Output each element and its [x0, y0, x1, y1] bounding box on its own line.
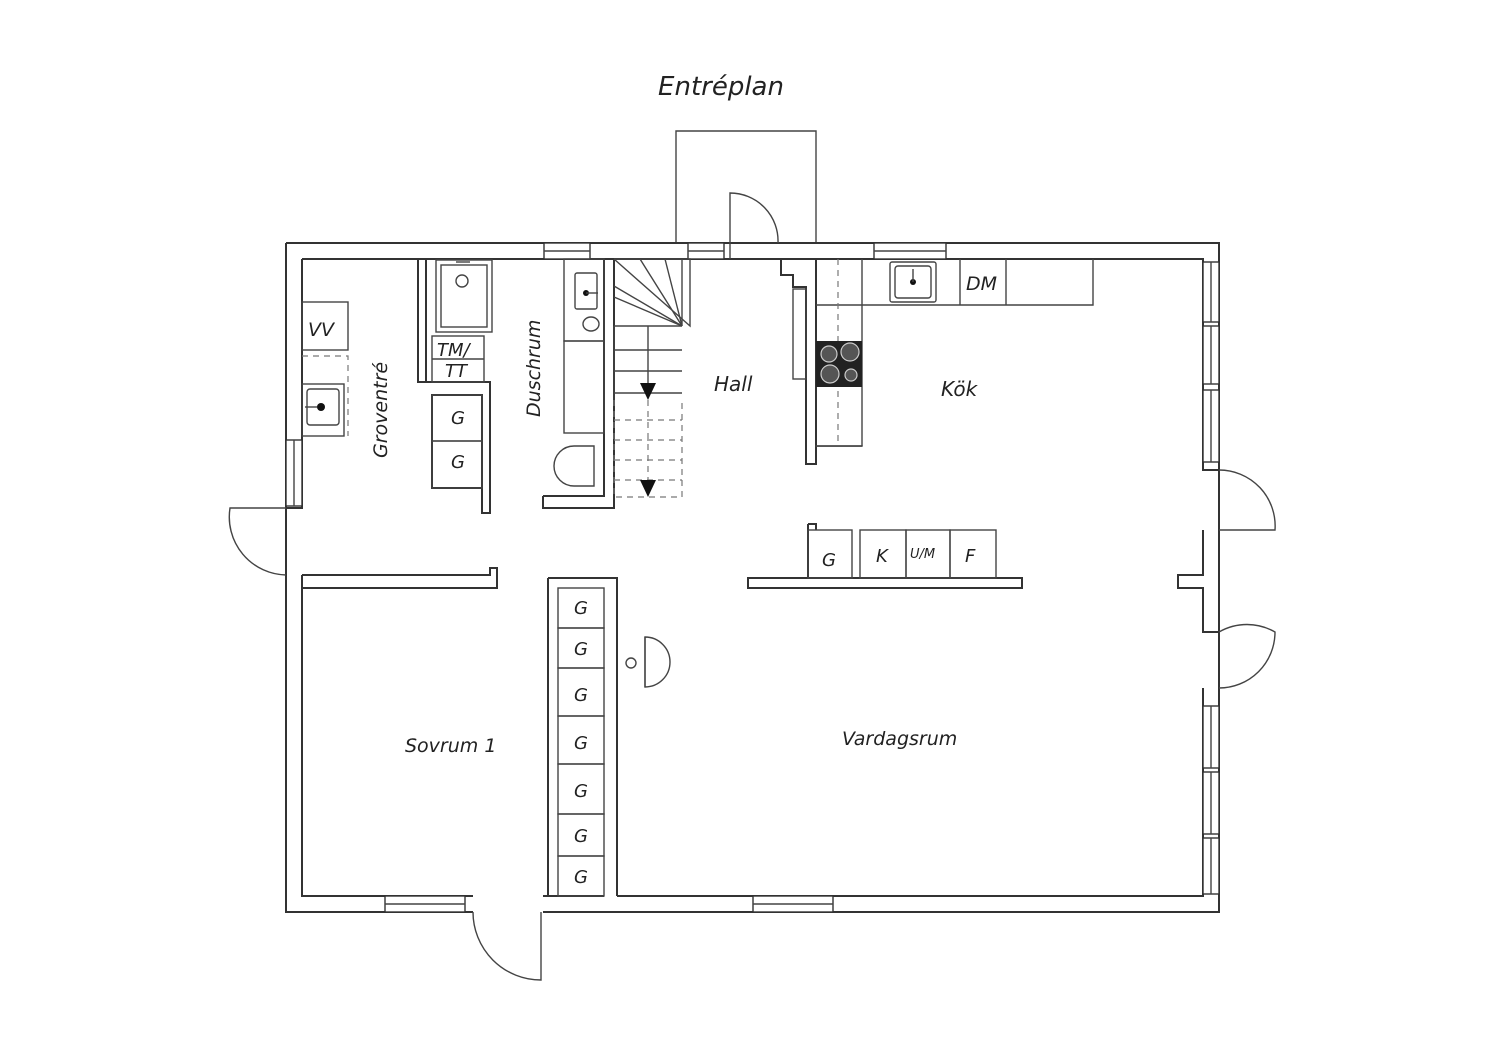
shower-icon	[435, 259, 493, 333]
fixture-label-tt: TT	[445, 361, 469, 382]
fixture-label-g: G	[574, 733, 588, 754]
door-right-1	[1218, 469, 1276, 531]
door-right-2	[1218, 623, 1276, 689]
washbasin-icon	[574, 272, 598, 310]
kitchen-fixtures	[792, 259, 1094, 447]
kitchen-sink-icon	[889, 261, 937, 303]
stair-arrow-icon	[640, 480, 656, 497]
fixture-label-g: G	[574, 826, 588, 847]
fixture-label-g: G	[451, 452, 465, 473]
fixture-label-vv: VV	[308, 319, 336, 341]
fixture-label-g: G	[574, 867, 588, 888]
room-label-vardagsrum: Vardagsrum	[842, 728, 957, 750]
fixture-label-dm: DM	[966, 273, 997, 295]
room-label-groventre: Groventré	[370, 362, 392, 458]
room-label-hall: Hall	[714, 372, 753, 396]
fixture-label-g: G	[574, 781, 588, 802]
island-units	[807, 529, 997, 579]
entrance-porch	[675, 130, 817, 243]
staircase	[613, 258, 691, 498]
room-label-sovrum: Sovrum 1	[405, 735, 496, 757]
cabinet-g-2	[431, 440, 483, 489]
fixture-label-k: K	[876, 546, 889, 567]
windows	[285, 242, 1220, 913]
side-door-left	[228, 507, 287, 576]
duschrum-fixtures	[431, 258, 605, 489]
stair-arrow-icon	[640, 383, 656, 400]
fixture-label-g: G	[451, 408, 465, 429]
fixture-label-tm: TM/	[437, 340, 472, 361]
groventre-fixtures	[301, 301, 349, 437]
front-door	[729, 192, 779, 259]
doors	[228, 192, 1276, 981]
room-label-kok: Kök	[941, 377, 979, 401]
wardrobe-column	[557, 587, 605, 897]
fireplace-icon	[625, 636, 671, 688]
island-f	[949, 529, 997, 579]
island-g	[807, 529, 853, 579]
washbasin-counter	[563, 258, 605, 342]
water-heater-box	[301, 301, 349, 351]
plan-title: Entréplan	[658, 72, 784, 102]
room-label-duschrum: Duschrum	[523, 320, 545, 417]
fixture-label-g: G	[822, 550, 836, 571]
fixture-label-f: F	[965, 546, 976, 567]
toilet-icon	[553, 445, 595, 487]
fixture-label-um: U/M	[910, 547, 935, 562]
fixture-label-g: G	[574, 598, 588, 619]
door-bottom	[472, 911, 542, 981]
fixture-label-g: G	[574, 685, 588, 706]
fixture-label-g: G	[574, 639, 588, 660]
